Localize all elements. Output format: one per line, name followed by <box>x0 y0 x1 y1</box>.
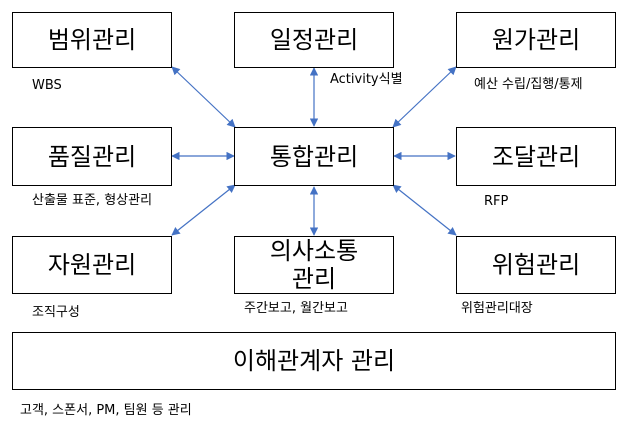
box-communication: 의사소통 관리 <box>234 236 394 294</box>
note-risk: 위험관리대장 <box>461 301 533 316</box>
arrow-hr-integration <box>171 184 236 236</box>
arrow-scope-integration <box>171 66 236 128</box>
note-scope: WBS <box>32 78 62 93</box>
box-scope: 범위관리 <box>12 12 172 68</box>
note-schedule: Activity식별 <box>330 72 403 87</box>
note-quality: 산출물 표준, 형상관리 <box>32 193 153 208</box>
box-communication-label: 의사소통 관리 <box>269 237 359 293</box>
box-quality-label: 품질관리 <box>47 142 137 171</box>
box-procurement-label: 조달관리 <box>491 142 581 171</box>
box-stakeholder-label: 이해관계자 관리 <box>232 347 396 375</box>
note-cost: 예산 수립/집행/통제 <box>474 77 583 92</box>
box-hr-label: 자원관리 <box>47 251 137 279</box>
note-hr: 조직구성 <box>32 305 80 320</box>
box-schedule: 일정관리 <box>234 12 394 68</box>
box-risk: 위험관리 <box>456 236 616 294</box>
box-scope-label: 범위관리 <box>47 26 137 54</box>
box-procurement: 조달관리 <box>456 127 616 186</box>
box-hr: 자원관리 <box>12 236 172 294</box>
arrow-cost-integration <box>392 66 457 128</box>
box-risk-label: 위험관리 <box>491 251 581 279</box>
note-stakeholder: 고객, 스폰서, PM, 팀원 등 관리 <box>20 403 192 418</box>
box-quality: 품질관리 <box>12 127 172 186</box>
box-integration: 통합관리 <box>234 127 394 186</box>
box-schedule-label: 일정관리 <box>269 26 359 54</box>
box-stakeholder: 이해관계자 관리 <box>12 332 616 390</box>
box-cost-label: 원가관리 <box>491 26 581 54</box>
note-communication: 주간보고, 월간보고 <box>244 301 348 316</box>
arrow-risk-integration <box>392 184 457 236</box>
box-integration-label: 통합관리 <box>269 142 359 171</box>
box-cost: 원가관리 <box>456 12 616 68</box>
note-procurement: RFP <box>484 194 509 209</box>
